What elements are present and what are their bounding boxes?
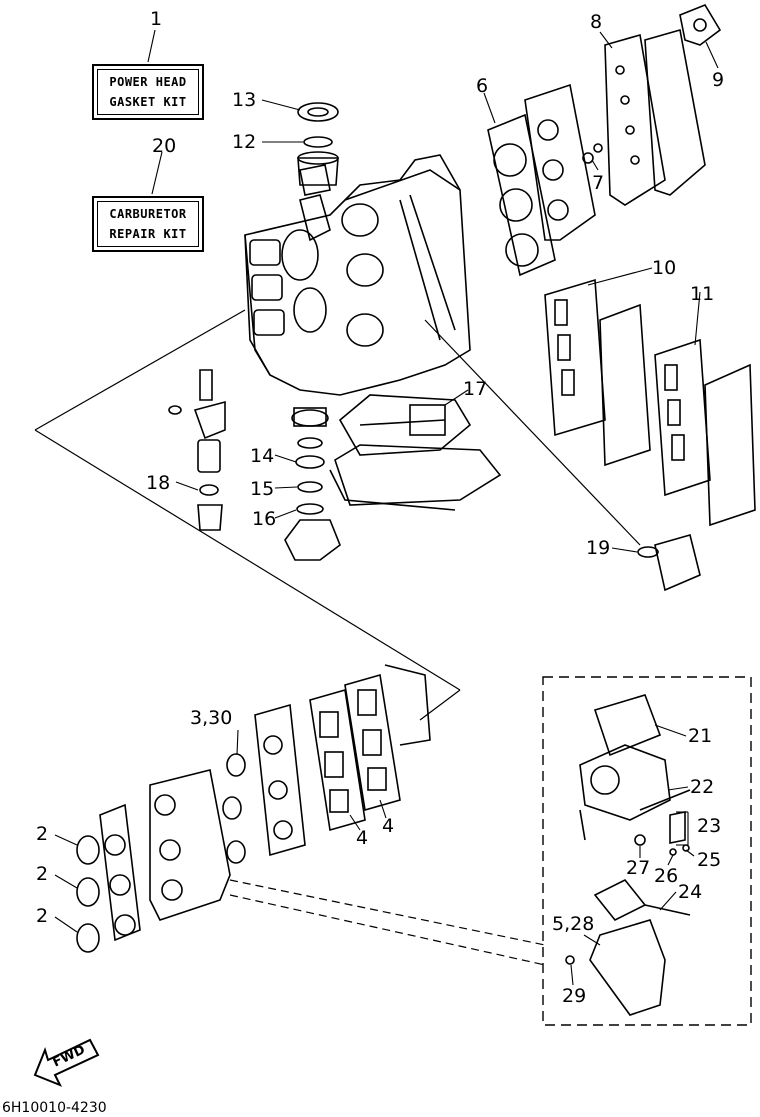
carburetor-kit-line2: REPAIR KIT <box>109 227 187 241</box>
gasket-17 <box>338 394 472 456</box>
head-cover <box>644 28 706 196</box>
part-7 <box>582 143 603 164</box>
callout-11: 11 <box>690 283 715 305</box>
carburetor-kit-line1: CARBURETOR <box>109 207 187 221</box>
callout-3-30: 3,30 <box>190 707 233 729</box>
callout-13: 13 <box>232 89 257 111</box>
callout-16: 16 <box>252 508 277 530</box>
carburetor-repair-kit-box: CARBURETOR REPAIR KIT <box>92 196 204 252</box>
callout-9: 9 <box>712 69 725 91</box>
callout-21: 21 <box>688 725 713 747</box>
cylinder-head <box>524 83 596 241</box>
callout-4-b: 4 <box>382 815 395 837</box>
callout-7: 7 <box>592 172 605 194</box>
callout-5-28: 5,28 <box>552 913 595 935</box>
thermostat-assembly <box>168 369 226 531</box>
head-cover-gasket-8 <box>604 33 666 206</box>
reed-plate-gasket <box>254 703 306 857</box>
intake-gasket <box>99 803 141 942</box>
callout-25: 25 <box>697 849 722 871</box>
intake-manifold <box>149 769 231 921</box>
callout-1: 1 <box>150 8 163 30</box>
crank-seal-parts <box>297 102 339 186</box>
callout-27: 27 <box>626 857 651 879</box>
power-head-kit-line2: GASKET KIT <box>109 95 187 109</box>
callout-4-a: 4 <box>356 827 369 849</box>
callout-22: 22 <box>690 776 715 798</box>
callout-18: 18 <box>146 472 171 494</box>
callout-2-c: 2 <box>36 905 49 927</box>
power-head-block <box>244 154 471 396</box>
callout-29: 29 <box>562 985 587 1007</box>
reed-valves-4 <box>309 664 431 832</box>
callout-6: 6 <box>476 75 489 97</box>
callout-24: 24 <box>678 881 703 903</box>
callout-12: 12 <box>232 131 257 153</box>
leader-lines <box>34 309 641 966</box>
o-rings-2 <box>76 835 100 953</box>
exhaust-gasket-11 <box>654 338 756 527</box>
head-gasket-6 <box>487 113 556 277</box>
part-9 <box>679 4 722 46</box>
callout-2-a: 2 <box>36 823 49 845</box>
fwd-arrow <box>33 1038 100 1087</box>
exhaust-gasket-10 <box>544 278 651 467</box>
callout-leaders <box>54 29 719 986</box>
callout-20: 20 <box>152 135 177 157</box>
callout-15: 15 <box>250 478 275 500</box>
callout-17: 17 <box>463 378 488 400</box>
callout-23: 23 <box>697 815 722 837</box>
carburetor-inset-box <box>542 676 752 1026</box>
o-rings-3-30 <box>222 753 246 864</box>
power-head-gasket-kit-box: POWER HEAD GASKET KIT <box>92 64 204 120</box>
lower-seal-parts <box>284 407 341 561</box>
callout-26: 26 <box>654 865 679 887</box>
callout-14: 14 <box>250 445 275 467</box>
callout-2-b: 2 <box>36 863 49 885</box>
callout-10: 10 <box>652 257 677 279</box>
fuel-pump <box>637 534 701 592</box>
carburetor-parts <box>565 694 691 1016</box>
part-code: 6H10010-4230 <box>2 1100 107 1116</box>
exhaust-plate <box>329 444 502 511</box>
callout-8: 8 <box>590 11 603 33</box>
callout-19: 19 <box>586 537 611 559</box>
power-head-kit-line1: POWER HEAD <box>109 75 187 89</box>
